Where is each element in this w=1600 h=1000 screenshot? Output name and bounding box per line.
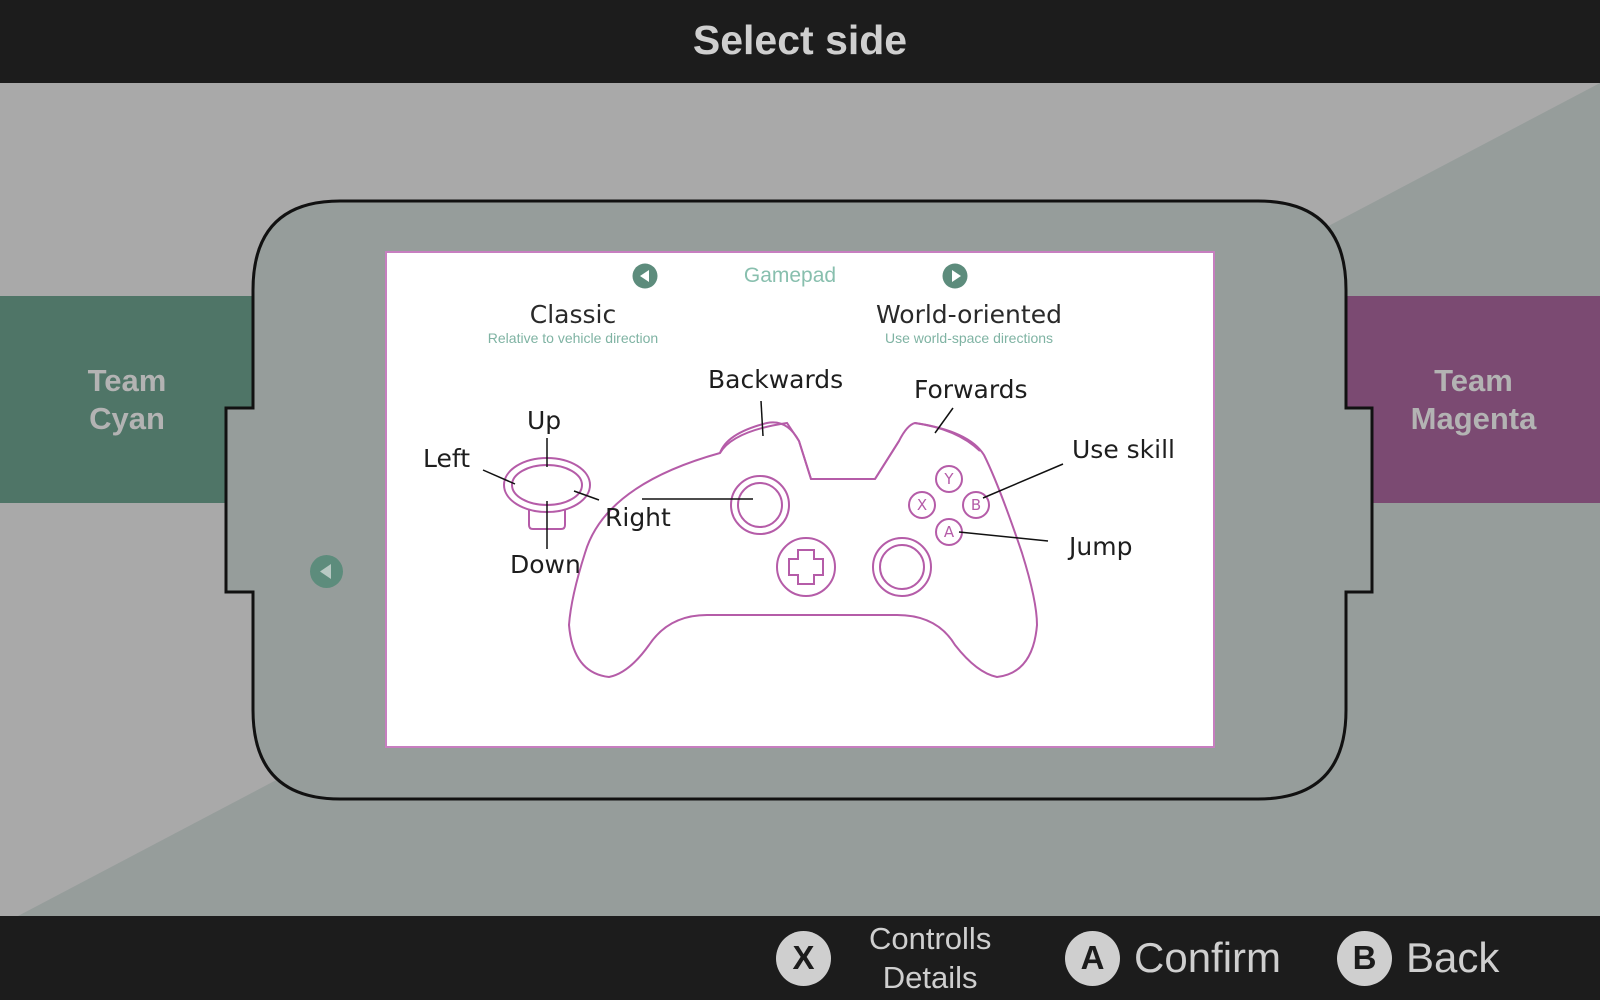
confirm-hint[interactable]: A Confirm	[1065, 916, 1281, 1000]
stick-right-label: Right	[605, 503, 671, 532]
stick-up-label: Up	[527, 406, 562, 435]
x-button-icon: X	[776, 930, 831, 986]
face-button-x-label: X	[917, 496, 927, 514]
controls-details-line1: Controlls	[869, 921, 992, 956]
gamepad-prev-arrow-icon[interactable]	[632, 263, 658, 289]
team-cyan-label-line2: Cyan	[89, 400, 165, 436]
controls-details-label: Controlls Details	[869, 919, 991, 997]
device-prev-arrow-icon[interactable]	[309, 554, 344, 589]
page-title: Select side	[692, 17, 908, 63]
gamepad-icon	[567, 421, 1039, 679]
forwards-label: Forwards	[914, 375, 1028, 404]
team-magenta-button[interactable]: Team Magenta	[1347, 296, 1600, 503]
team-cyan-label-line1: Team	[87, 362, 167, 398]
face-button-y-label: Y	[943, 470, 954, 488]
gamepad-title: Gamepad	[743, 264, 837, 287]
b-button-icon: B	[1337, 930, 1392, 986]
gamepad-next-arrow-icon[interactable]	[942, 263, 968, 289]
mode-world-title: World-oriented	[876, 300, 1062, 329]
mode-classic-title: Classic	[529, 300, 617, 329]
face-button-a-label: A	[944, 523, 955, 541]
team-magenta-label-line2: Magenta	[1410, 400, 1537, 436]
face-button-b-label: B	[971, 496, 981, 514]
top-bar	[0, 0, 1600, 83]
controller-diagram: Y X B A	[482, 400, 1064, 679]
use-skill-label: Use skill	[1072, 435, 1175, 464]
backwards-label: Backwards	[708, 365, 844, 394]
controls-details-line2: Details	[882, 960, 978, 995]
controls-details-hint[interactable]: X Controlls Details	[776, 916, 991, 1000]
label-leader-lines	[482, 400, 1064, 549]
confirm-label: Confirm	[1134, 934, 1282, 981]
mode-classic-subtitle: Relative to vehicle direction	[487, 330, 659, 346]
back-hint[interactable]: B Back	[1337, 916, 1499, 1000]
team-magenta-label-line1: Team	[1434, 362, 1513, 398]
mode-world-subtitle: Use world-space directions	[884, 330, 1054, 346]
a-button-icon: A	[1065, 930, 1120, 986]
stick-down-label: Down	[510, 550, 581, 579]
jump-label: Jump	[1069, 532, 1133, 561]
stick-left-label: Left	[423, 444, 471, 473]
controls-screen: Gamepad Classic Relative to vehicle dire…	[385, 251, 1215, 748]
team-cyan-button[interactable]: Team Cyan	[0, 296, 254, 503]
back-label: Back	[1406, 934, 1500, 981]
